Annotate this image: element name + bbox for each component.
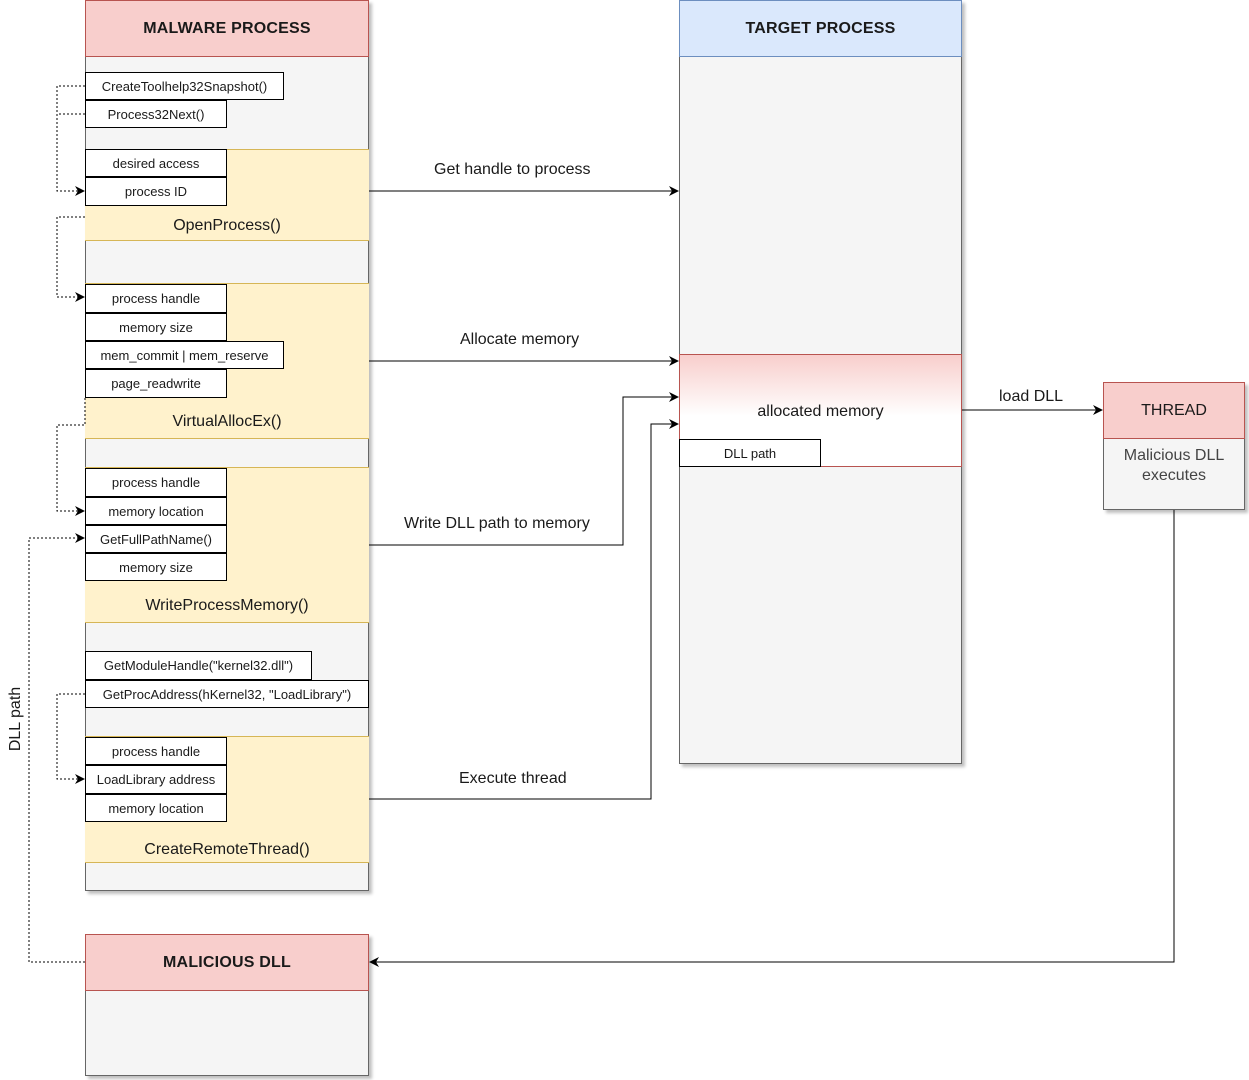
allocated-memory-label: allocated memory [757,403,884,420]
thread-memory-location-param: memory location [85,794,227,822]
thread-body-text: Malicious DLL executes [1123,447,1225,484]
create-remote-thread-label: CreateRemoteThread() [144,841,310,858]
thread-title: THREAD [1103,382,1245,439]
execute-thread-arrow [369,419,679,800]
write-path-arrow [369,392,679,546]
thread-process-handle-param: process handle [85,737,227,765]
get-proc-address-box: GetProcAddress(hKernel32, "LoadLibrary") [85,680,369,708]
mem-commit-reserve-param: mem_commit | mem_reserve [85,341,284,369]
page-readwrite-param: page_readwrite [85,369,227,398]
snapshot-to-process-id-connector [56,85,85,196]
get-module-handle-box: GetModuleHandle("kernel32.dll") [85,651,312,680]
create-toolhelp32-snapshot-box: CreateToolhelp32Snapshot() [85,72,284,100]
open-process-to-valloc-connector [56,216,85,302]
process-id-param: process ID [85,177,227,206]
dll-path-box: DLL path [679,439,821,467]
write-memory-label: WriteProcessMemory() [145,597,309,614]
write-memory-size-param: memory size [85,553,227,581]
allocate-memory-label: Allocate memory [460,331,580,348]
malware-process-title: MALWARE PROCESS [85,0,369,57]
get-handle-label: Get handle to process [434,161,591,178]
valloc-memory-size-param: memory size [85,313,227,341]
getproc-to-loadlibrary-connector [56,693,85,784]
open-process-label: OpenProcess() [173,217,281,234]
virtual-alloc-label: VirtualAllocEx() [172,413,282,430]
desired-access-param: desired access [85,149,227,177]
load-dll-label: load DLL [999,388,1064,405]
valloc-to-write-connector [56,398,86,516]
get-full-path-name-param: GetFullPathName() [85,525,227,553]
malicious-dll-title: MALICIOUS DLL [85,934,369,991]
thread-to-dll-arrow [369,510,1175,967]
dll-path-connector [28,533,85,963]
process32next-box: Process32Next() [85,100,227,128]
write-path-label: Write DLL path to memory [404,515,590,532]
execute-thread-label: Execute thread [459,770,567,787]
loadlibrary-address-param: LoadLibrary address [85,765,227,794]
valloc-process-handle-param: process handle [85,284,227,313]
write-memory-location-param: memory location [85,497,227,525]
dll-path-vertical-label: DLL path [7,684,26,754]
write-process-handle-param: process handle [85,468,227,497]
target-process-title: TARGET PROCESS [679,0,962,57]
